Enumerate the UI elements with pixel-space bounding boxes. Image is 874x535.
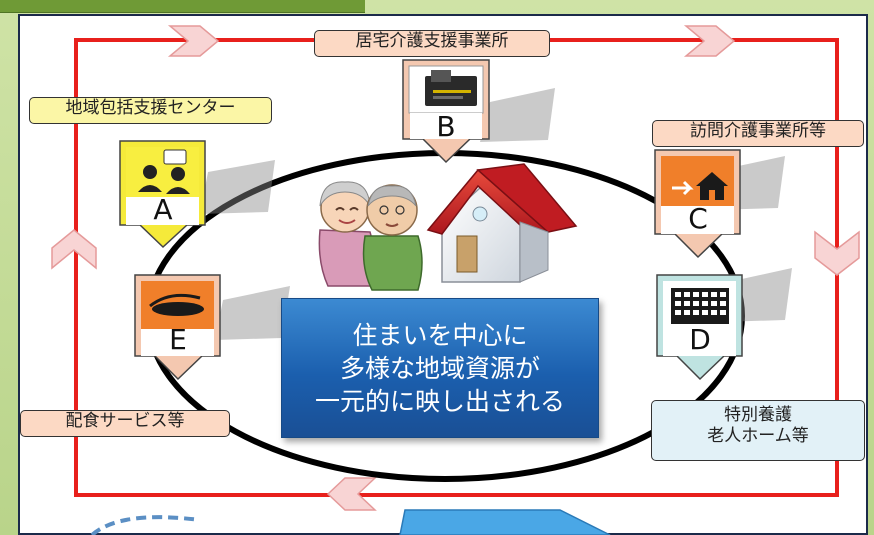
pin-c-letter: C — [688, 202, 708, 235]
pin-e — [134, 274, 221, 381]
pin-a-letter: A — [153, 193, 173, 226]
label-special-nursing-home-line1: 特別養護 — [724, 405, 792, 425]
central-message-line3: 一元的に映し出される — [314, 386, 565, 416]
label-special-nursing-home-line2: 老人ホーム等 — [707, 426, 809, 447]
chevron-up-icon — [51, 229, 97, 270]
pin-e-letter: E — [169, 323, 187, 356]
pin-b-letter: B — [436, 110, 456, 143]
pin-c — [654, 149, 741, 259]
central-message-line2: 多様な地域資源が — [339, 353, 540, 383]
elderly-couple-illustration — [318, 181, 423, 291]
house-illustration — [426, 163, 578, 283]
pin-b — [402, 59, 490, 164]
central-message-box: 住まいを中心に 多様な地域資源が 一元的に映し出される — [281, 298, 599, 438]
chevron-left-icon — [326, 477, 377, 511]
pin-d — [656, 274, 743, 381]
label-special-nursing-home: 特別養護 老人ホーム等 — [651, 400, 865, 461]
pin-a — [119, 140, 206, 249]
central-message-line1: 住まいを中心に — [352, 320, 528, 350]
chevron-right-icon — [683, 25, 736, 57]
header-tab — [0, 0, 365, 13]
dashed-outline — [90, 515, 201, 535]
pin-d-letter: D — [689, 323, 711, 356]
label-home-visit-care-office: 訪問介護事業所等 — [652, 120, 864, 147]
chevron-right-icon — [167, 25, 220, 57]
label-community-support-center: 地域包括支援センター — [29, 97, 272, 124]
label-meal-delivery-service: 配食サービス等 — [20, 410, 230, 437]
chevron-down-icon — [814, 230, 860, 276]
label-home-care-support-office: 居宅介護支援事業所 — [314, 30, 550, 57]
speech-callout-tail — [399, 509, 611, 535]
